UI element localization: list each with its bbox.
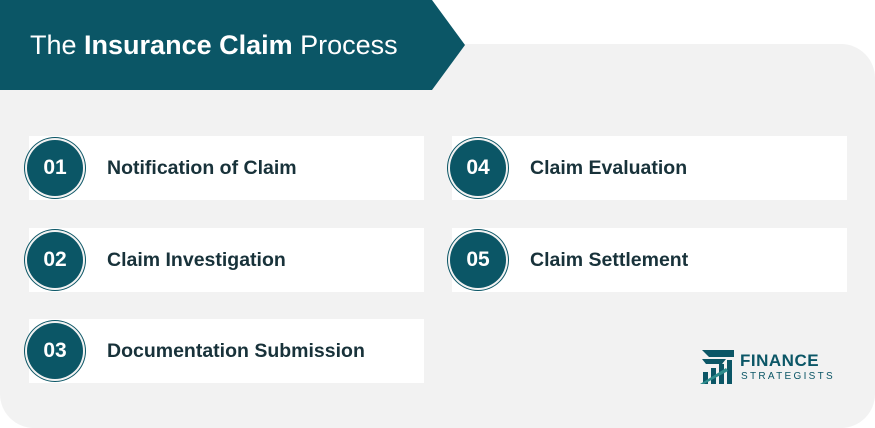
- step-number-badge: 05: [450, 232, 506, 288]
- page-title: The Insurance Claim Process: [30, 30, 398, 60]
- title-banner: The Insurance Claim Process: [0, 0, 465, 90]
- logo-name: FINANCE: [740, 351, 820, 370]
- step-card-02: 02 Claim Investigation: [27, 228, 424, 292]
- step-card-01: 01 Notification of Claim: [27, 136, 424, 200]
- step-number-badge: 03: [27, 323, 83, 379]
- step-label: Claim Evaluation: [530, 157, 688, 179]
- logo-subtitle: STRATEGISTS: [741, 371, 836, 382]
- step-number-badge: 01: [27, 140, 83, 196]
- logo-mark-icon: [700, 350, 734, 384]
- step-card-03: 03 Documentation Submission: [27, 319, 424, 383]
- step-label: Claim Investigation: [107, 249, 286, 271]
- step-card-04: 04 Claim Evaluation: [450, 136, 847, 200]
- step-card-05: 05 Claim Settlement: [450, 228, 847, 292]
- step-label: Documentation Submission: [107, 340, 365, 362]
- step-label: Notification of Claim: [107, 157, 297, 179]
- step-label: Claim Settlement: [530, 249, 689, 271]
- step-number-badge: 04: [450, 140, 506, 196]
- step-number-badge: 02: [27, 232, 83, 288]
- finance-strategists-logo: FINANCE STRATEGISTS: [700, 350, 840, 388]
